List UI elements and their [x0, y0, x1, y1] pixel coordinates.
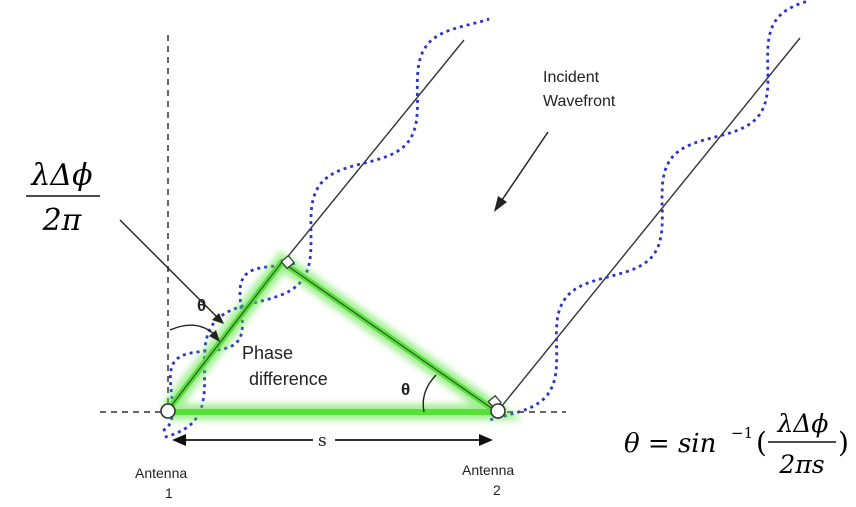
incident-arrow-shaft	[499, 131, 549, 204]
fraction-pointer-line	[119, 219, 219, 319]
fraction-numerator: λΔϕ	[30, 158, 92, 193]
phase-label-line1: Phase	[242, 343, 293, 363]
antenna-1-marker	[160, 403, 176, 419]
triangle-center-line	[281, 261, 498, 413]
theta-formula-numerator: λΔϕ	[777, 409, 829, 438]
baseline-label: s	[318, 431, 327, 451]
fraction-pointer-head	[212, 313, 224, 324]
incident-ray-2	[496, 37, 801, 413]
antenna-2-label-line1: Antenna	[462, 462, 514, 478]
angle-arc-right	[422, 374, 437, 413]
angle-arc-left	[169, 324, 217, 337]
antenna-1-label-line2: 1	[165, 485, 173, 501]
antenna-2-label-line2: 2	[493, 482, 501, 498]
phase-triangle	[161, 251, 523, 420]
phase-fraction-formula: λΔϕ 2π	[26, 158, 100, 238]
triangle-left-center-line	[167, 261, 283, 411]
theta-label-right: θ	[401, 380, 410, 399]
incident-label-line2: Wavefront	[543, 93, 616, 110]
theta-formula-close-paren: )	[838, 426, 849, 459]
baseline-label-bg	[313, 430, 335, 450]
baseline-arrow-left-head	[172, 434, 186, 446]
antenna-2-marker	[490, 403, 506, 419]
theta-formula: θ = sin −1 ( λΔϕ 2πs )	[624, 409, 849, 479]
theta-label-left: θ	[197, 296, 206, 315]
baseline-arrow-right-head	[479, 434, 493, 446]
incident-wave-2	[489, 0, 810, 422]
fraction-denominator: 2π	[42, 203, 83, 238]
theta-formula-open-paren: (	[756, 426, 767, 459]
antenna-1-label-line1: Antenna	[135, 465, 187, 481]
incident-arrow-head	[494, 196, 507, 212]
incident-ray-1	[284, 39, 465, 261]
right-angle-marker-top	[280, 254, 295, 270]
incident-label-line1: Incident	[543, 69, 600, 86]
theta-formula-denominator: 2πs	[778, 450, 824, 479]
incident-wave-3	[162, 261, 296, 432]
theta-formula-exponent: −1	[731, 424, 753, 442]
angle-arc-left-head	[209, 330, 220, 342]
theta-formula-lhs: θ = sin	[624, 429, 716, 459]
phase-label-line2: difference	[249, 369, 328, 389]
